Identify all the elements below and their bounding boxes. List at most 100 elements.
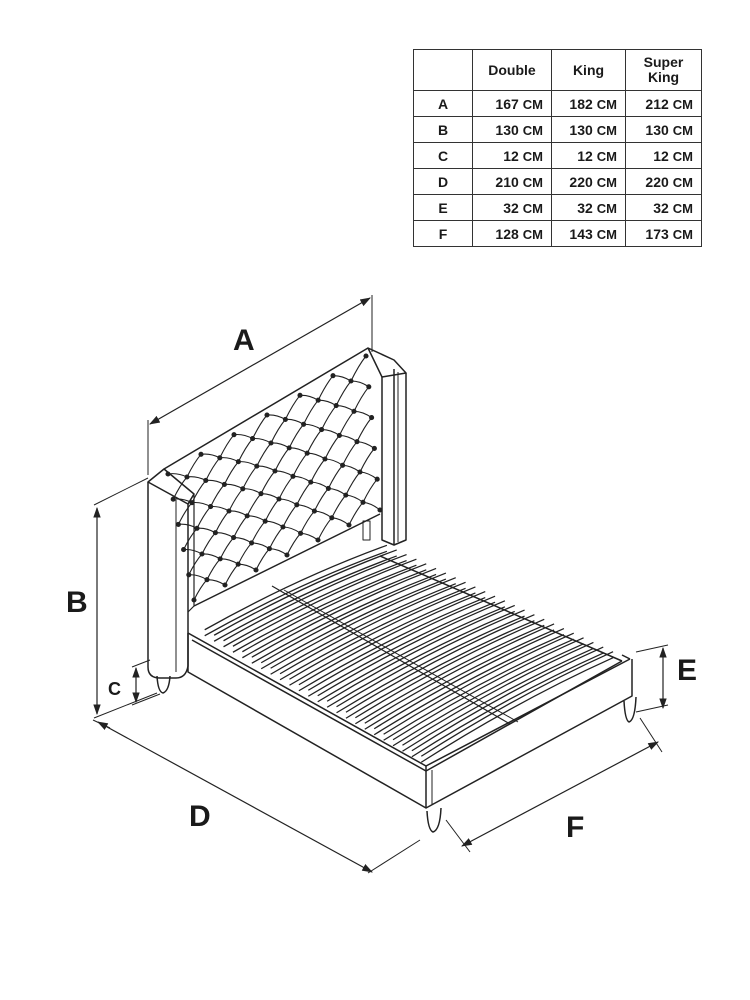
- tuft-seam: [196, 506, 212, 529]
- leg-front-right: [623, 696, 637, 723]
- tuft-button: [346, 522, 352, 528]
- headboard-bracket: [362, 520, 371, 541]
- slat: [402, 641, 594, 746]
- frame-left-front: [187, 633, 427, 809]
- slat: [298, 596, 486, 692]
- dim-c: [131, 659, 161, 706]
- slat: [345, 614, 535, 713]
- slat: [251, 567, 437, 658]
- tuft-seam: [186, 453, 202, 478]
- slat: [307, 595, 496, 691]
- cell-unit: CM: [522, 148, 543, 164]
- slat: [383, 632, 575, 735]
- slat: [317, 606, 506, 703]
- cell-number: 220: [645, 173, 669, 190]
- center-bar: [271, 585, 511, 725]
- slat: [251, 573, 437, 664]
- tuft-seam: [345, 471, 361, 496]
- slat: [289, 592, 476, 686]
- dim-d: [92, 719, 421, 874]
- slat: [345, 620, 535, 719]
- slat: [270, 577, 456, 669]
- rail-left-inner: [191, 639, 427, 772]
- tuft-seam: [233, 433, 253, 440]
- tuft-seam: [286, 532, 302, 556]
- tuft-seam: [219, 434, 235, 459]
- tuft-seam: [238, 461, 258, 467]
- tuft-seam: [228, 488, 244, 512]
- tuft-seam: [348, 501, 364, 526]
- slat: [411, 646, 604, 752]
- slat: [279, 581, 466, 675]
- slat: [364, 623, 555, 724]
- tuft-seam: [270, 442, 290, 449]
- tuft-seam: [353, 410, 372, 419]
- slat: [204, 544, 388, 631]
- row-label: C: [413, 142, 473, 169]
- tuft-button: [374, 476, 380, 482]
- tuft-seam: [282, 526, 301, 534]
- tuft-seam: [186, 476, 207, 481]
- tuft-seam: [303, 423, 322, 431]
- tuft-seam: [318, 399, 337, 406]
- tuft-seam: [224, 563, 239, 586]
- tuft-button: [377, 507, 383, 513]
- cell-unit: CM: [672, 200, 693, 216]
- tuft-seam: [237, 542, 253, 565]
- rail-right-inner: [379, 555, 623, 662]
- tuft-seam: [188, 574, 208, 581]
- tuft-seam: [233, 515, 248, 538]
- slat: [232, 564, 417, 653]
- center-bar-2: [283, 589, 519, 723]
- tuft-seam: [191, 501, 211, 508]
- label-d: D: [189, 800, 211, 833]
- cell-number: 210: [495, 173, 519, 190]
- tuft-button: [369, 415, 375, 421]
- slat: [223, 559, 407, 648]
- tuft-seam: [167, 473, 188, 478]
- tuft-seam: [201, 532, 216, 555]
- tuft-seam: [362, 478, 378, 503]
- tuft-seam: [327, 464, 344, 489]
- tuft-seam: [246, 493, 262, 517]
- tuft-button: [371, 445, 377, 451]
- cell-number: 12: [503, 147, 519, 164]
- slat: [336, 615, 525, 714]
- tuft-seam: [260, 470, 276, 494]
- tuft-seam: [256, 442, 272, 467]
- cell-unit: CM: [672, 174, 693, 190]
- tuft-seam: [260, 493, 280, 500]
- rail-foot-inner: [425, 660, 623, 772]
- cell-number: 32: [577, 199, 593, 216]
- slat: [383, 638, 575, 741]
- tuft-seam: [183, 548, 203, 555]
- cell-unit: CM: [522, 96, 543, 112]
- tuft-seam: [242, 488, 262, 495]
- cell-number: 130: [645, 121, 669, 138]
- tuft-seam: [350, 355, 367, 382]
- frame-foot-top: [425, 658, 631, 767]
- slat: [260, 578, 447, 670]
- slat: [242, 563, 427, 653]
- cell-number: 32: [503, 199, 519, 216]
- dim-f: [445, 717, 663, 853]
- tuft-seam: [289, 447, 308, 454]
- slat: [373, 627, 565, 730]
- tuft-seam: [206, 579, 226, 586]
- tuft-seam: [359, 471, 378, 480]
- tuft-seam: [238, 563, 257, 571]
- cell-unit: CM: [522, 226, 543, 242]
- cell-number: 212: [645, 95, 669, 112]
- tuft-seam: [274, 470, 294, 477]
- tuft-seam: [210, 484, 225, 507]
- tuft-seam: [188, 553, 203, 576]
- tuft-seam: [210, 505, 230, 512]
- slat: [336, 609, 525, 708]
- row-label: F: [413, 220, 473, 247]
- tuft-seam: [237, 438, 254, 462]
